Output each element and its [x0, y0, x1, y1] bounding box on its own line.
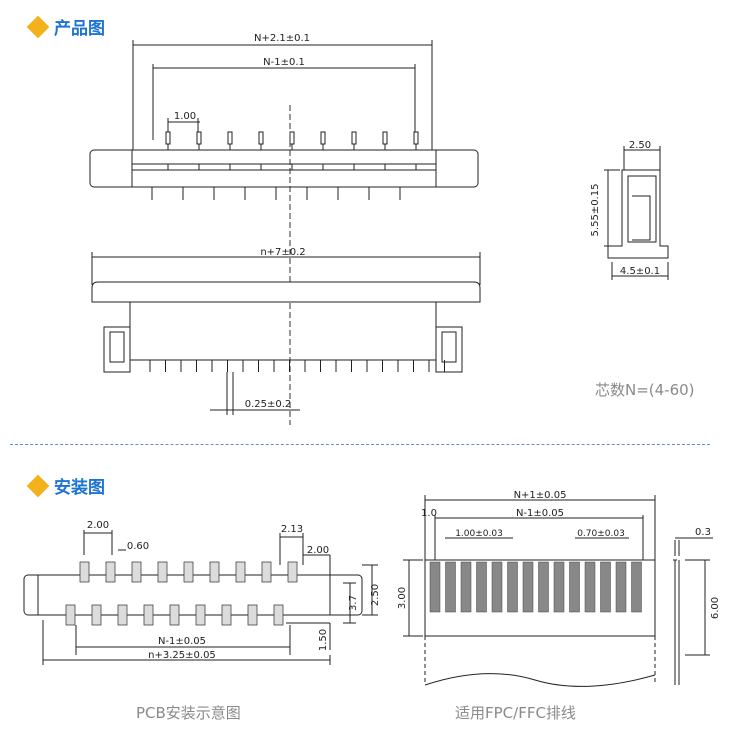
fpc-contact	[429, 561, 441, 613]
pcb-pad-width-label: 0.60	[127, 541, 149, 552]
fpc-contact	[507, 561, 518, 613]
pcb-pad	[157, 561, 168, 583]
pcb-pad	[221, 604, 232, 626]
fpc-overall-label: N+1±0.05	[514, 490, 567, 501]
side-top-label: 2.50	[629, 140, 651, 151]
fpc-contact	[522, 561, 534, 613]
diamond-bullet-icon	[26, 474, 50, 497]
pcb-tab-height-label: 1.50	[318, 629, 329, 651]
pcb-pad	[209, 561, 220, 583]
fpc-span-label: N-1±0.05	[516, 508, 564, 519]
fpc-contact	[476, 561, 487, 613]
pcb-offset-label: 2.13	[281, 524, 303, 535]
pcb-pitch-label: 2.00	[87, 520, 109, 531]
contact-pin-head	[351, 131, 357, 145]
pcb-pad	[287, 561, 298, 583]
pcb-pad	[91, 604, 102, 626]
fpc-contact	[460, 561, 472, 613]
contact-pin-head	[227, 131, 233, 145]
pcb-pad	[273, 604, 284, 626]
contact-pin-head	[320, 131, 326, 145]
fpc-contact	[600, 561, 611, 613]
contact-pin-head	[165, 131, 171, 145]
side-base-label: 4.5±0.1	[620, 266, 660, 277]
dim-body-width-label: n+7±0.2	[260, 247, 305, 258]
pcb-pad	[183, 561, 194, 583]
fpc-cable-view: N+1±0.05 N-1±0.05 1.0 1.00±0.03 0.70±0.0…	[397, 490, 721, 687]
fpc-contact	[615, 561, 627, 613]
fpc-length-label: 6.00	[710, 597, 721, 619]
section-divider	[10, 444, 710, 445]
install-heading: 安装图	[26, 473, 105, 498]
pcb-pad	[235, 561, 246, 583]
pcb-layout-view: 2.00 0.60 2.13 2.00 2.50 3.7 N-1±0.05 n+…	[23, 520, 381, 665]
fpc-edge-label: 1.0	[421, 508, 437, 519]
pcb-pad	[117, 604, 128, 626]
pcb-pad	[195, 604, 206, 626]
fpc-contact	[491, 561, 503, 613]
fpc-contact	[569, 561, 580, 613]
pcb-pad	[65, 604, 76, 626]
dim-span-label: N-1±0.1	[263, 57, 305, 68]
pcb-pad	[261, 561, 272, 583]
dim-pitch-label: 1.00	[174, 111, 196, 122]
pcb-pad	[247, 604, 258, 626]
fpc-contact	[553, 561, 565, 613]
pcb-span-label: N-1±0.05	[158, 636, 206, 647]
contact-pin-head	[258, 131, 264, 145]
fpc-height-label: 3.00	[397, 587, 408, 609]
pcb-caption: PCB安装示意图	[136, 704, 241, 722]
contact-pin-head	[413, 131, 419, 145]
connector-top-view: N+2.1±0.1 N-1±0.1 1.00 n+7±0.2 0.25±0.2	[89, 33, 695, 425]
pcb-pad	[105, 561, 116, 583]
pin-count-note: 芯数N=(4-60)	[595, 381, 695, 399]
dim-pin-width-label: 0.25±0.2	[245, 399, 292, 410]
dim-overall-label: N+2.1±0.1	[254, 33, 310, 44]
pcb-pad	[169, 604, 180, 626]
side-height-label: 5.55±0.15	[590, 184, 601, 237]
fpc-contact	[584, 561, 596, 613]
fpc-pitch-label: 1.00±0.03	[455, 529, 503, 539]
install-heading-title: 安装图	[54, 478, 105, 498]
contact-pin-head	[289, 131, 295, 145]
pcb-pad	[131, 561, 142, 583]
fpc-contact-width-label: 0.70±0.03	[577, 529, 625, 539]
pcb-tab-label: 2.00	[307, 545, 329, 556]
product-heading-title: 产品图	[54, 19, 105, 39]
fpc-contact	[445, 561, 456, 613]
fpc-contact	[538, 561, 549, 613]
fpc-thickness-label: 0.3	[695, 527, 711, 538]
fpc-caption: 适用FPC/FFC排线	[455, 704, 576, 722]
pcb-pad	[79, 561, 90, 583]
pcb-pad	[143, 604, 154, 626]
product-heading: 产品图	[26, 14, 105, 39]
contact-pin-head	[196, 131, 202, 145]
pcb-row-gap-label: 2.50	[370, 584, 381, 606]
contact-pin-head	[382, 131, 388, 145]
pcb-depth-label: 3.7	[348, 595, 359, 611]
fpc-contact	[631, 561, 642, 613]
pcb-overall-label: n+3.25±0.05	[148, 650, 216, 661]
